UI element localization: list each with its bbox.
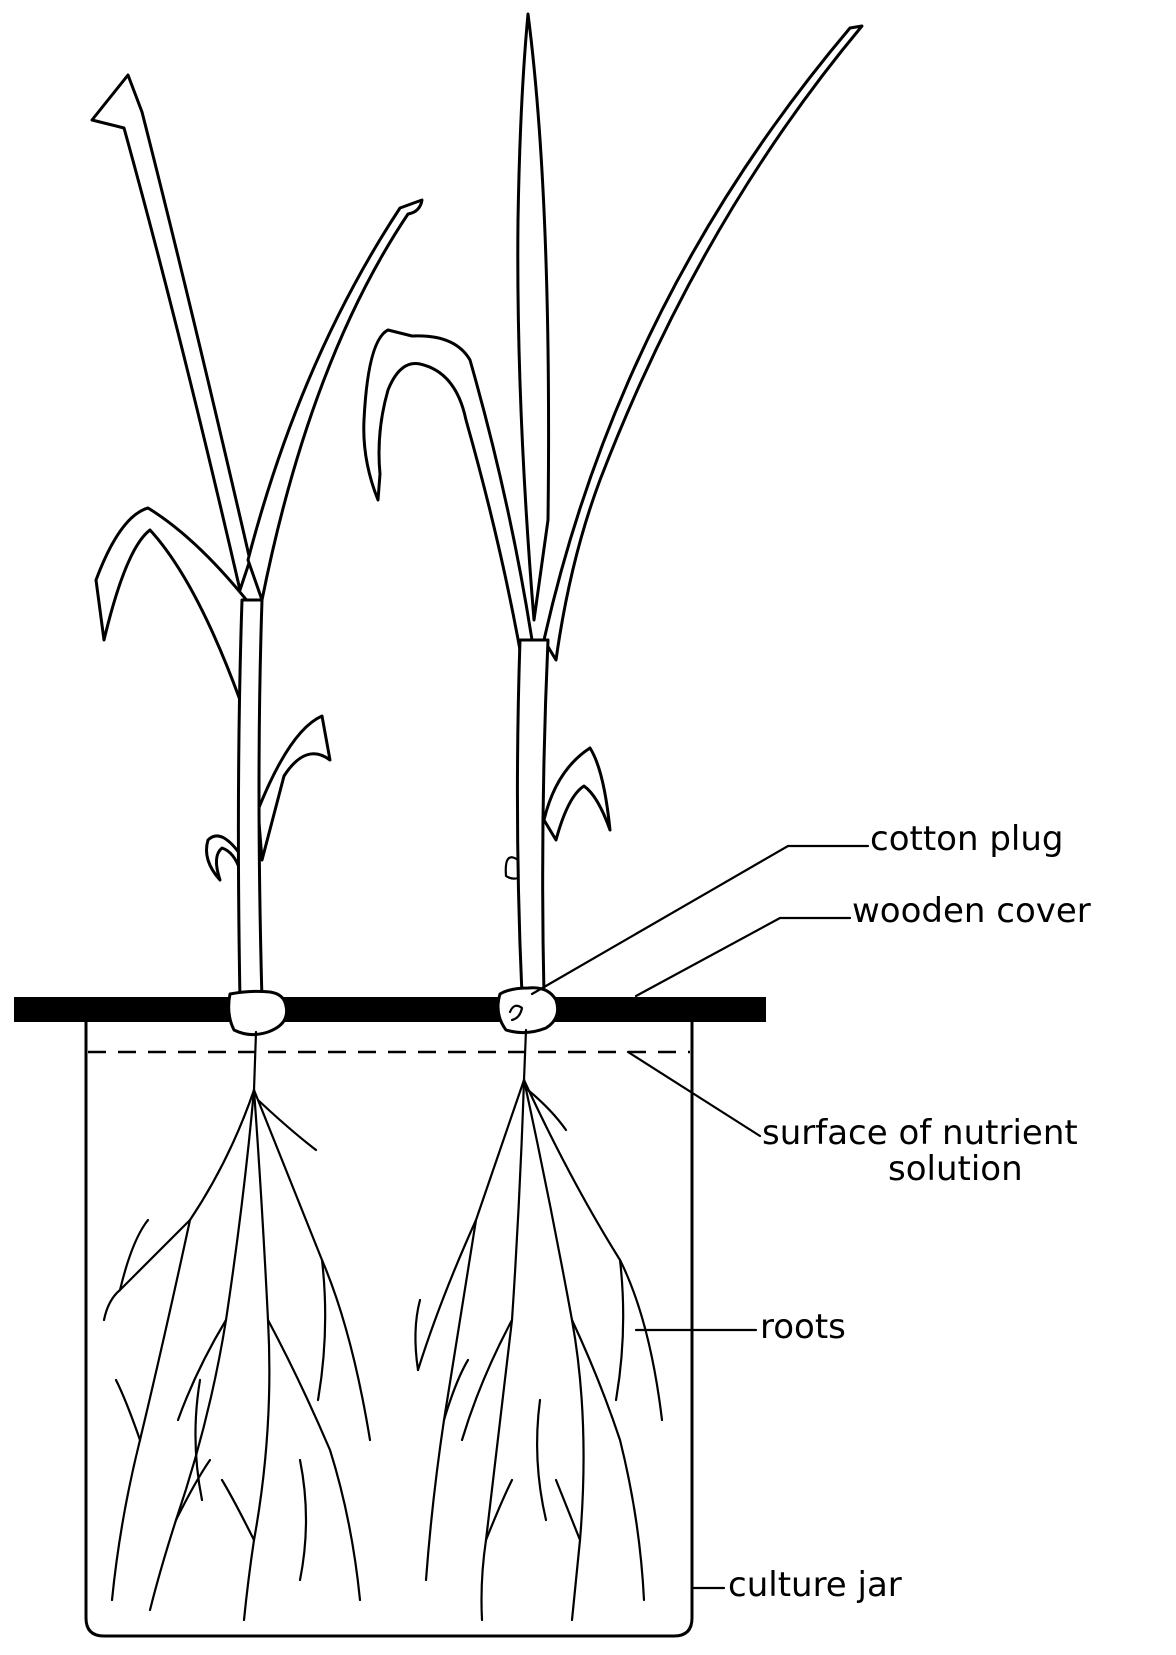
surface-label-line1: surface of nutrient (762, 1116, 1078, 1150)
roots-label: roots (760, 1310, 846, 1344)
culture-jar-outline (86, 1020, 692, 1636)
left-cotton-plug (229, 991, 287, 1034)
right-plant-leaves (364, 14, 862, 840)
right-roots (415, 1030, 662, 1620)
culture-jar-label: culture jar (728, 1568, 902, 1602)
cotton-plug-label: cotton plug (870, 822, 1063, 856)
right-plant-stem (517, 640, 548, 995)
surface-label-line2: solution (888, 1152, 1023, 1186)
left-plant-stem (238, 600, 262, 1000)
wooden-cover (14, 997, 766, 1022)
right-cotton-plug (498, 988, 558, 1033)
wooden-cover-leader (636, 918, 850, 996)
cotton-plug-leader (532, 846, 868, 994)
right-stem-node (506, 857, 518, 878)
surface-leader (628, 1052, 760, 1136)
left-roots (104, 1032, 370, 1620)
wooden-cover-label: wooden cover (852, 894, 1091, 928)
